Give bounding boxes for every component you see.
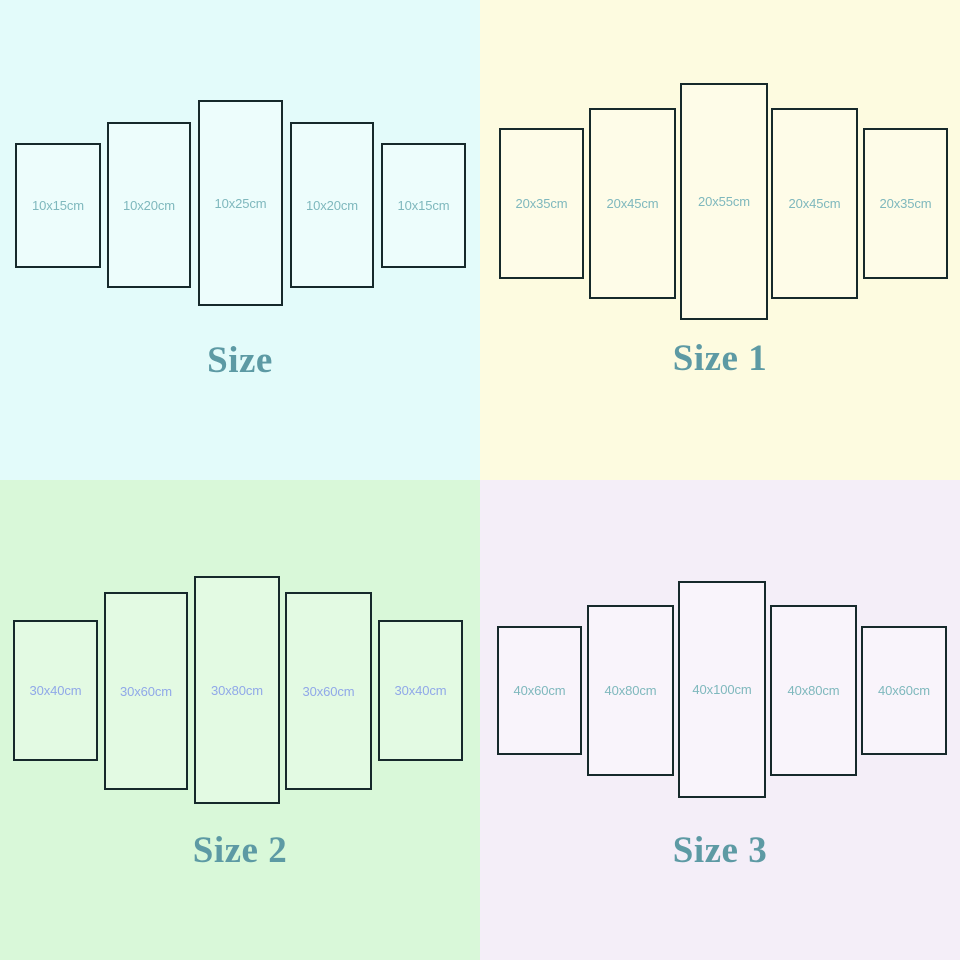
canvas-panel[interactable]: 10x15cm <box>15 143 101 268</box>
canvas-panel[interactable]: 20x45cm <box>589 108 676 299</box>
panel-size-label: 20x55cm <box>697 194 751 209</box>
panel-size-label: 20x35cm <box>515 196 568 211</box>
canvas-panel[interactable]: 40x80cm <box>587 605 674 776</box>
panel-size-label: 20x45cm <box>788 196 841 211</box>
size-title-size-1: Size 1 <box>672 338 768 379</box>
canvas-panel[interactable]: 40x80cm <box>770 605 857 776</box>
panel-size-label: 30x60cm <box>119 683 173 699</box>
canvas-panel[interactable]: 10x25cm <box>198 100 283 306</box>
canvas-panel[interactable]: 40x60cm <box>861 626 947 755</box>
panel-size-label: 30x80cm <box>210 682 264 698</box>
panel-size-label: 10x20cm <box>305 197 359 213</box>
canvas-panel[interactable]: 20x35cm <box>863 128 948 279</box>
panel-size-label: 10x15cm <box>397 198 450 213</box>
panel-group-size-2: 30x40cm 30x60cm 30x80cm 30x60cm 30x40cm <box>0 480 480 960</box>
canvas-panel[interactable]: 30x60cm <box>104 592 188 790</box>
panel-size-label: 20x35cm <box>879 196 932 211</box>
panel-size-label: 40x60cm <box>877 683 931 698</box>
canvas-panel[interactable]: 40x100cm <box>678 581 766 798</box>
canvas-panel[interactable]: 20x55cm <box>680 83 768 320</box>
canvas-panel[interactable]: 40x60cm <box>497 626 582 755</box>
panel-size-label: 40x100cm <box>692 682 752 697</box>
panel-group-size-3: 40x60cm 40x80cm 40x100cm 40x80cm 40x60cm <box>480 480 960 960</box>
panel-size-label: 40x80cm <box>787 683 840 698</box>
canvas-panel[interactable]: 30x40cm <box>13 620 98 761</box>
panel-group-size-1: 20x35cm 20x45cm 20x55cm 20x45cm 20x35cm <box>480 0 960 480</box>
panel-size-label: 30x40cm <box>394 683 447 698</box>
canvas-panel[interactable]: 10x15cm <box>381 143 466 268</box>
canvas-panel[interactable]: 30x80cm <box>194 576 280 804</box>
panel-size-label: 10x20cm <box>122 197 176 213</box>
panel-size-label: 20x45cm <box>606 196 659 211</box>
panel-group-size: 10x15cm 10x20cm 10x25cm 10x20cm 10x15cm <box>0 0 480 480</box>
size-title-size-2: Size 2 <box>192 830 288 871</box>
canvas-panel[interactable]: 30x40cm <box>378 620 463 761</box>
panel-size-label: 10x25cm <box>214 195 267 211</box>
panel-size-label: 40x80cm <box>604 683 657 698</box>
panel-size-label: 40x60cm <box>513 683 566 698</box>
canvas-panel[interactable]: 20x45cm <box>771 108 858 299</box>
canvas-panel[interactable]: 30x60cm <box>285 592 372 790</box>
size-title-size-3: Size 3 <box>672 830 768 871</box>
panel-size-label: 30x60cm <box>302 683 355 699</box>
canvas-panel[interactable]: 10x20cm <box>290 122 374 288</box>
size-title-size: Size <box>207 340 273 381</box>
canvas-panel[interactable]: 10x20cm <box>107 122 191 288</box>
panel-size-label: 30x40cm <box>29 683 82 698</box>
panel-size-label: 10x15cm <box>31 198 85 213</box>
canvas-panel[interactable]: 20x35cm <box>499 128 584 279</box>
